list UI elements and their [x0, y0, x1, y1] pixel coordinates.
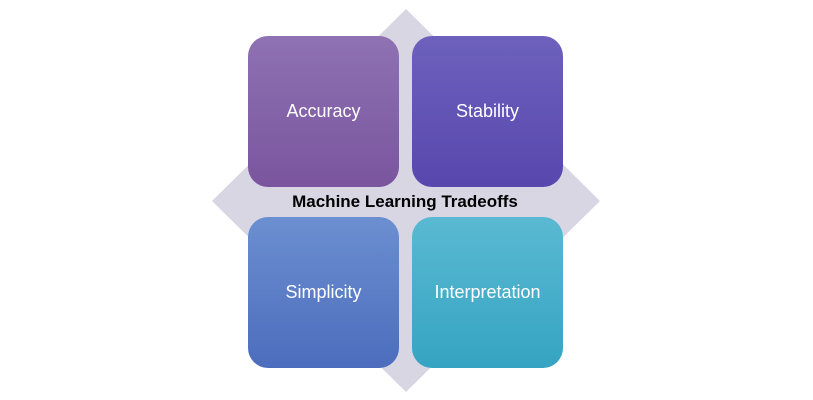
quadrant-accuracy: Accuracy	[248, 36, 399, 187]
quadrant-label: Interpretation	[434, 282, 541, 302]
quadrant-stability: Stability	[412, 36, 563, 187]
quadrant-interpretation: Interpretation	[412, 217, 563, 368]
quadrant-simplicity: Simplicity	[248, 217, 399, 368]
quadrant-label: Accuracy	[286, 101, 361, 121]
center-title: Machine Learning Tradeoffs	[292, 192, 518, 211]
quadrant-label: Stability	[455, 101, 520, 121]
quadrant-label: Simplicity	[285, 282, 362, 302]
